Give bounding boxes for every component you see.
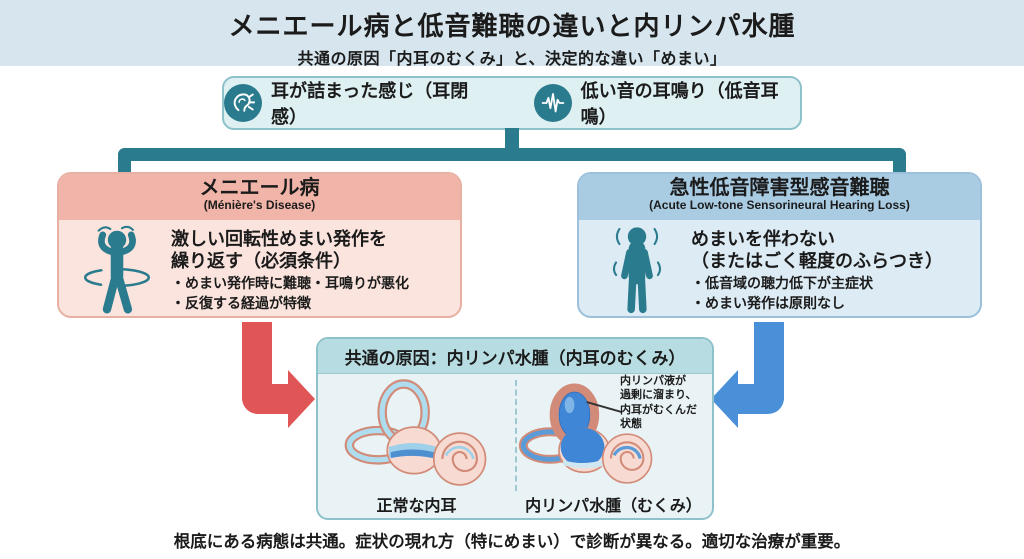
normal-ear-label: 正常な内耳 [376,498,457,515]
hydrops-inner-ear-illustration [518,383,653,484]
header-strip: メニエール病と低音難聴の違いと内リンパ水腫 共通の原因「内耳のむくみ」と、決定的… [0,0,1024,68]
alhl-box-body: めまいを伴わない （またはごく軽度のふらつき） ・低音域の聴力低下が主症状 ・め… [579,220,980,316]
common-symptoms-box: 耳が詰まった感じ（耳閉感） 低い音の耳鳴り（低音耳鳴） [222,76,802,130]
meniere-main-line-1: 激しい回転性めまい発作を [171,228,387,249]
meniere-main-line-2: 繰り返す（必須条件） [171,251,351,272]
alhl-bullet-1: ・低音域の聴力低下が主症状 [691,274,873,291]
alhl-main-line-2: （またはごく軽度のふらつき） [691,251,943,272]
alhl-subtitle: (Acute Low-tone Sensorineural Hearing Lo… [649,198,910,212]
connector-horizontal-bar [118,148,906,161]
connector-left-stub [118,153,131,176]
conclusion-text: 根底にある病態は共通。症状の現れ方（特にめまい）で診断が異なる。適切な治療が重要… [173,533,851,551]
common-cause-title: 共通の原因：内リンパ水腫（内耳のむくみ） [318,339,712,374]
red-elbow-arrow [240,322,316,428]
page-subtitle: 共通の原因「内耳のむくみ」と、決定的な違い「めまい」 [297,51,727,68]
ear-icon [224,84,262,122]
common-cause-body: 内リンパ液が 過剰に溜まり、 内耳がむくんだ 状態 正常な内耳 内リンパ水腫（む… [318,374,712,518]
symptom-ear-fullness: 耳が詰まった感じ（耳閉感） [224,77,490,129]
connector-right-stub [893,153,906,176]
meniere-bullet-2: ・反復する経過が特徴 [171,294,311,311]
symptom-label-ear-fullness: 耳が詰まった感じ（耳閉感） [271,81,469,127]
normal-inner-ear-illustration [344,379,487,486]
hydrops-annotation: 内リンパ液が 過剰に溜まり、 内耳がむくんだ 状態 [620,375,697,430]
alhl-text: めまいを伴わない （またはごく軽度のふらつき） ・低音域の聴力低下が主症状 ・め… [691,228,974,313]
blue-elbow-arrow [710,322,786,428]
meniere-bullet-1: ・めまい発作時に難聴・耳鳴りが悪化 [171,274,409,291]
dashed-divider [515,380,517,491]
alhl-bullet-2: ・めまい発作は原則なし [691,294,845,311]
alhl-main-line-1: めまいを伴わない [691,228,835,249]
meniere-text: 激しい回転性めまい発作を 繰り返す（必須条件） ・めまい発作時に難聴・耳鳴りが悪… [171,228,454,313]
alhl-title: 急性低音障害型感音難聴 [669,177,890,199]
alhl-box: 急性低音障害型感音難聴 (Acute Low-tone Sensorineura… [577,172,982,318]
waveform-icon [533,84,572,122]
standing-person-icon [612,227,662,314]
symptom-label-low-tinnitus: 低い音の耳鳴り（低音耳鳴） [580,81,779,127]
meniere-box: メニエール病 (Ménière's Disease) 激しい回転性めまい発作を [57,172,462,318]
common-cause-box: 共通の原因：内リンパ水腫（内耳のむくみ） [316,337,714,520]
blue-arrowhead [711,370,738,428]
page-title: メニエール病と低音難聴の違いと内リンパ水腫 [228,11,796,41]
meniere-box-header: メニエール病 (Ménière's Disease) [59,174,460,220]
symptom-low-tinnitus: 低い音の耳鳴り（低音耳鳴） [533,77,800,129]
meniere-subtitle: (Ménière's Disease) [203,198,316,212]
meniere-box-body: 激しい回転性めまい発作を 繰り返す（必須条件） ・めまい発作時に難聴・耳鳴りが悪… [59,220,460,316]
red-arrowhead [288,370,315,428]
hydrops-ear-label: 内リンパ水腫（むくみ） [525,498,702,515]
dizzy-person-icon [83,225,151,314]
meniere-title: メニエール病 [199,177,320,199]
alhl-box-header: 急性低音障害型感音難聴 (Acute Low-tone Sensorineura… [579,174,980,220]
